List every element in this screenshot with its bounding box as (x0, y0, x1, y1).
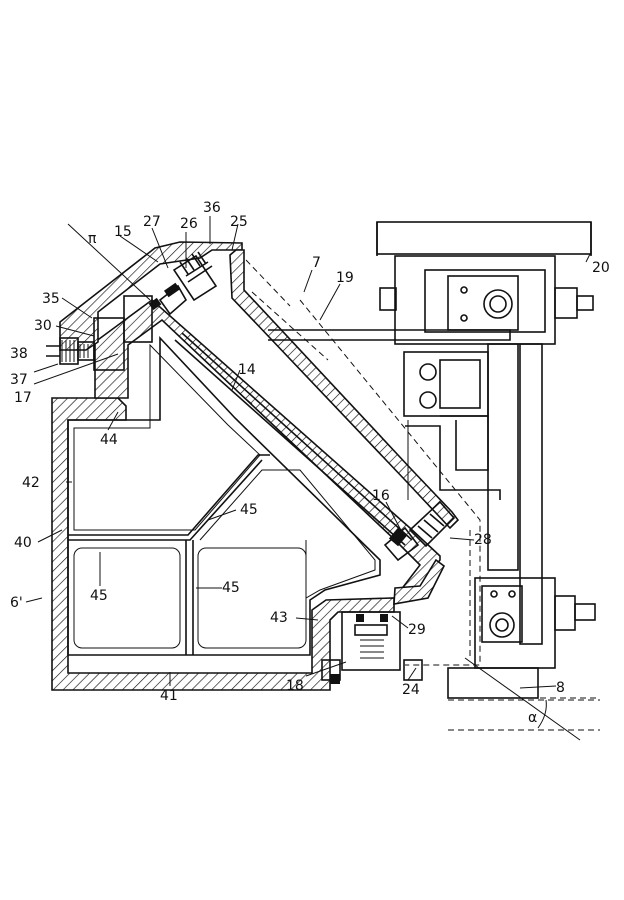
label-alpha: α (528, 710, 537, 726)
right-structure (268, 221, 600, 731)
main-housing (51, 241, 460, 691)
dashed-paths (245, 259, 481, 666)
label-40: 40 (14, 535, 32, 551)
label-45-a: 45 (240, 502, 258, 518)
left-adjust-bolt (46, 295, 153, 371)
label-45-c: 45 (222, 580, 240, 596)
label-6prime: 6' (10, 595, 23, 611)
label-42: 42 (22, 475, 40, 491)
label-37: 37 (10, 372, 28, 388)
label-7: 7 (312, 255, 321, 271)
label-25: 25 (230, 214, 248, 230)
label-27: 27 (143, 214, 161, 230)
reference-labels: 36 27 26 25 15 π 7 19 20 35 30 38 37 17 … (10, 200, 610, 726)
label-16: 16 (372, 488, 390, 504)
label-20: 20 (592, 260, 610, 276)
label-18: 18 (286, 678, 304, 694)
label-45-b: 45 (90, 588, 108, 604)
label-15: 15 (114, 224, 132, 240)
bottom-bearing (321, 611, 423, 684)
label-44: 44 (100, 432, 118, 448)
inner-chambers (67, 332, 413, 656)
label-28: 28 (474, 532, 492, 548)
label-24: 24 (402, 682, 420, 698)
label-29: 29 (408, 622, 426, 638)
label-26: 26 (180, 216, 198, 232)
label-8: 8 (556, 680, 565, 696)
leader-lines (25, 216, 591, 689)
label-14: 14 (238, 362, 256, 378)
label-19: 19 (336, 270, 354, 286)
axis-lines (67, 223, 581, 741)
label-pi: π (88, 231, 97, 247)
label-38: 38 (10, 346, 28, 362)
label-43: 43 (270, 610, 288, 626)
label-41: 41 (160, 688, 178, 704)
upper-bearing (148, 251, 218, 316)
label-30: 30 (34, 318, 52, 334)
label-36: 36 (203, 200, 221, 216)
label-17: 17 (14, 390, 32, 406)
label-35: 35 (42, 291, 60, 307)
